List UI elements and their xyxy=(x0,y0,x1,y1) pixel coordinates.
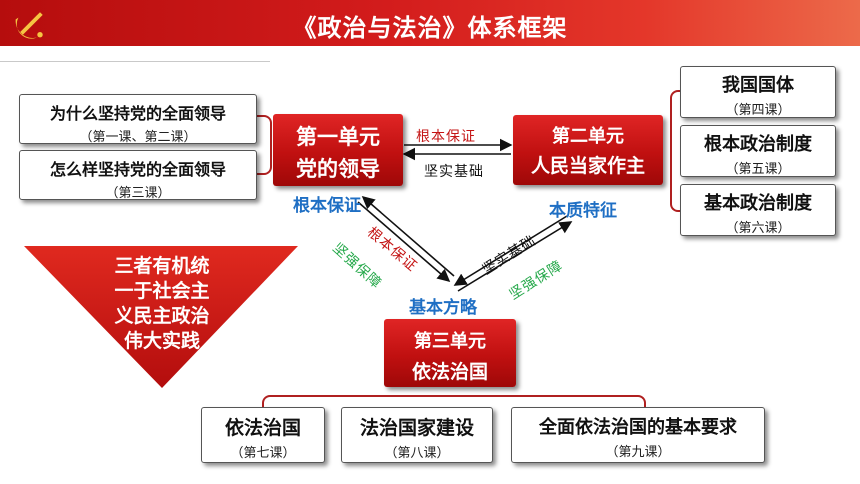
left-box-why-lesson: （第一课、第二课） xyxy=(79,130,197,145)
left-box-why: 为什么坚持党的全面领导 （第一课、第二课） xyxy=(19,94,257,145)
right-box-basic-system-lesson: （第六课） xyxy=(725,221,791,236)
bottom-box-rule-of-law-title: 依法治国 xyxy=(224,417,301,439)
right-box-basic-system-title: 基本政治制度 xyxy=(704,193,812,214)
triangle-line-4: 伟大实践 xyxy=(123,330,200,352)
right-box-fundamental-system-title: 根本政治制度 xyxy=(704,134,812,155)
unit3-card: 第三单元 依法治国 xyxy=(384,319,516,387)
summary-triangle xyxy=(24,246,298,388)
unit2-line1: 第二单元 xyxy=(552,126,624,147)
party-emblem-icon xyxy=(15,12,43,39)
bottom-box-requirements: 全面依法治国的基本要求 （第九课） xyxy=(511,407,765,463)
unit1-line2: 党的领导 xyxy=(296,157,380,181)
right-box-national-system-title: 我国国体 xyxy=(722,75,794,96)
arrow-label-top-black: 坚实基础 xyxy=(424,164,484,180)
triangle-text: 三者有机统 一于社会主 义民主政治 伟大实践 xyxy=(94,254,230,354)
page-title: 《政治与法治》体系框架 xyxy=(292,14,568,42)
triangle-line-2: 一于社会主 xyxy=(114,280,210,302)
unit3-line2: 依法治国 xyxy=(411,361,488,383)
left-box-how-lesson: （第三课） xyxy=(105,186,171,201)
unit2-card: 第二单元 人民当家作主 xyxy=(513,115,663,185)
left-box-how-title: 怎么样坚持党的全面领导 xyxy=(49,160,226,179)
right-box-fundamental-system-lesson: （第五课） xyxy=(725,162,791,177)
bottom-box-requirements-title: 全面依法治国的基本要求 xyxy=(539,417,737,438)
unit3-caption: 基本方略 xyxy=(409,298,477,318)
left-bracket xyxy=(256,115,272,175)
unit2-line2: 人民当家作主 xyxy=(530,155,645,177)
right-box-national-system-lesson: （第四课） xyxy=(725,103,791,118)
triangle-line-3: 义民主政治 xyxy=(114,305,210,327)
right-bracket xyxy=(670,90,682,212)
unit3-line1: 第三单元 xyxy=(414,331,486,352)
bottom-box-law-nation: 法治国家建设 （第八课） xyxy=(341,407,493,463)
unit1-caption: 根本保证 xyxy=(293,196,361,216)
bottom-box-law-nation-lesson: （第八课） xyxy=(384,446,450,461)
triangle-line-1: 三者有机统 xyxy=(114,255,210,277)
right-box-basic-system: 基本政治制度 （第六课） xyxy=(680,184,836,236)
bottom-box-law-nation-title: 法治国家建设 xyxy=(359,417,474,439)
bottom-box-rule-of-law: 依法治国 （第七课） xyxy=(201,407,325,463)
header-bar: 《政治与法治》体系框架 xyxy=(0,0,860,46)
bottom-box-rule-of-law-lesson: （第七课） xyxy=(230,446,296,461)
right-box-national-system: 我国国体 （第四课） xyxy=(680,66,836,118)
bottom-bracket xyxy=(262,395,646,409)
bottom-box-requirements-lesson: （第九课） xyxy=(605,445,671,460)
unit1-line1: 第一单元 xyxy=(296,125,380,149)
left-box-how: 怎么样坚持党的全面领导 （第三课） xyxy=(19,150,257,201)
unit2-caption: 本质特征 xyxy=(549,201,617,221)
left-box-why-title: 为什么坚持党的全面领导 xyxy=(49,104,226,123)
right-box-fundamental-system: 根本政治制度 （第五课） xyxy=(680,125,836,177)
arrow-label-top-red: 根本保证 xyxy=(416,129,476,145)
unit1-card: 第一单元 党的领导 xyxy=(273,114,403,186)
decorative-divider xyxy=(0,61,270,62)
